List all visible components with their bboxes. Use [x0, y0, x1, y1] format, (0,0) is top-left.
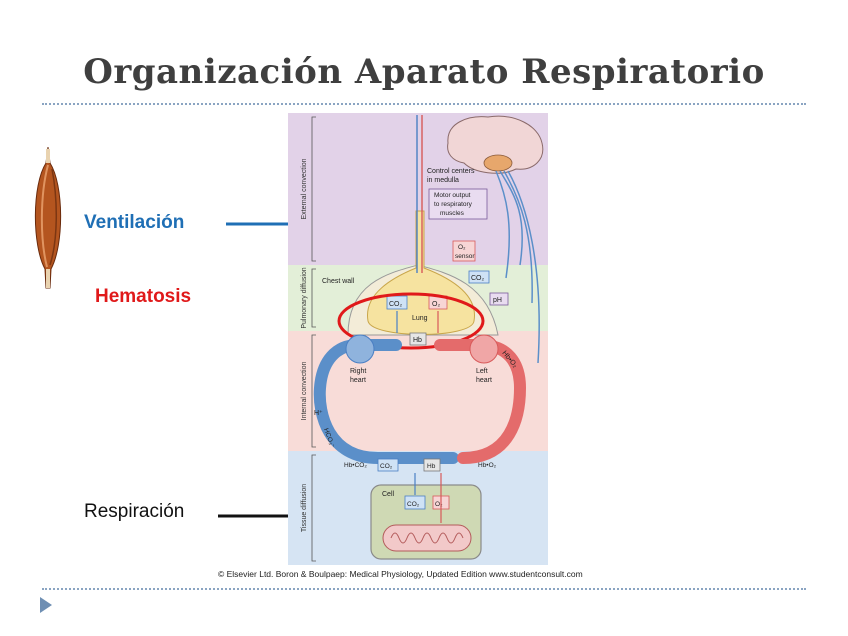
zone-external-convection: External convection: [301, 158, 308, 219]
right-heart-line2: heart: [350, 377, 366, 384]
left-heart: [469, 334, 499, 364]
in-medulla-label: in medulla: [427, 177, 459, 184]
motor-output-line2: to respiratory: [434, 201, 473, 208]
bullet-triangle-icon: [40, 597, 52, 613]
hb-co2-label: Hb•CO₂: [344, 462, 367, 469]
capillary-co2: CO₂: [380, 463, 393, 470]
zone-internal-convection: Internal convection: [301, 362, 308, 421]
mitochondrion-icon: [382, 524, 472, 552]
chest-wall-label: Chest wall: [322, 278, 355, 285]
ph-sensor: pH: [493, 297, 502, 304]
zone-tissue-diffusion: Tissue diffusion: [301, 484, 308, 532]
brain-icon: [447, 115, 544, 174]
top-divider: [42, 103, 806, 105]
co2-sensor: CO₂: [471, 275, 485, 282]
motor-output-line3: muscles: [440, 210, 465, 217]
respiracion-label: Respiración: [84, 501, 185, 522]
image-credit: © Elsevier Ltd. Boron & Boulpaep: Medica…: [218, 569, 583, 579]
zone-pulmonary-diffusion: Pulmonary diffusion: [301, 267, 308, 328]
lung-label: Lung: [412, 315, 428, 322]
venous-return: [313, 339, 459, 464]
pulmonary-hb: Hb: [413, 337, 422, 344]
motor-output-line1: Motor output: [434, 192, 471, 199]
hb-o2-lower: Hb•O₂: [478, 462, 497, 469]
cell-o2: O₂: [435, 501, 443, 508]
capillary-hb: Hb: [427, 463, 436, 470]
hematosis-highlight: [337, 292, 485, 350]
muscle-icon: [34, 146, 62, 289]
control-centers-label: Control centers: [427, 168, 475, 175]
ventilacion-label: Ventilación: [84, 212, 185, 233]
cell-label: Cell: [382, 491, 395, 498]
right-heart-line1: Right: [350, 368, 366, 375]
cell-co2: CO₂: [407, 501, 420, 508]
hematosis-label: Hematosis: [95, 286, 192, 307]
o2-sensor-line1: O₂: [458, 244, 466, 251]
o2-sensor-line2: sensor: [455, 253, 475, 260]
respiratory-diagram: External convection Pulmonary diffusion …: [288, 113, 548, 565]
h-plus-label: H⁺: [314, 410, 323, 417]
bottom-divider: [42, 588, 806, 590]
slide-title: Organización Aparato Respiratorio: [83, 52, 765, 92]
right-heart: [345, 334, 375, 364]
lung-co2: CO₂: [389, 301, 403, 308]
lung-o2: O₂: [432, 301, 440, 308]
left-heart-line2: heart: [476, 377, 492, 384]
left-heart-line1: Left: [476, 368, 488, 375]
